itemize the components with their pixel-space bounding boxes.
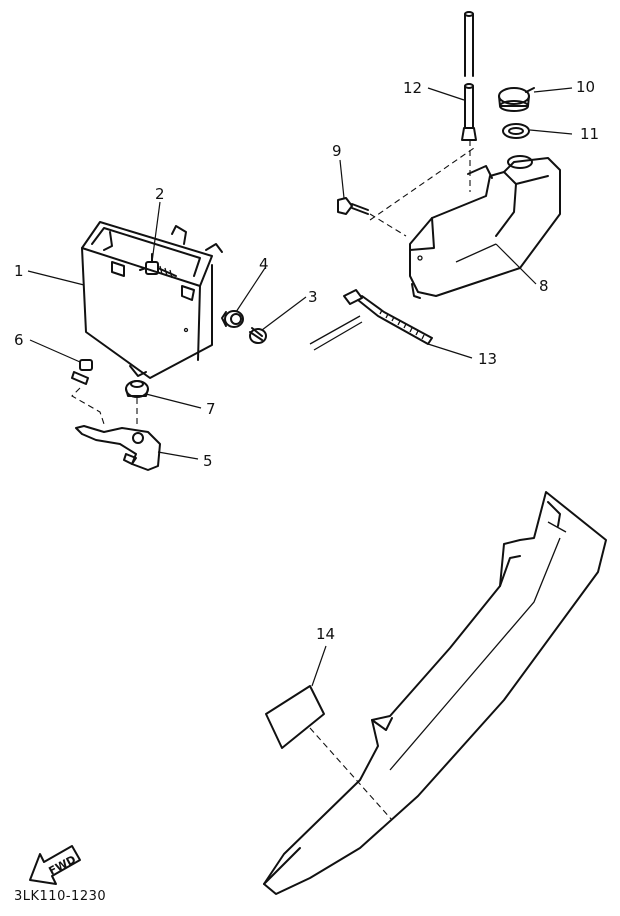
- callout-11: 11: [580, 125, 599, 143]
- bolt-6: [71, 359, 105, 425]
- battery-box: [81, 221, 223, 379]
- bracket-5: [75, 425, 161, 471]
- callout-1: 1: [14, 262, 24, 280]
- callout-10: 10: [576, 78, 595, 96]
- damper-7: [125, 380, 149, 428]
- band-13: [309, 289, 433, 351]
- screw-2: [139, 253, 177, 279]
- callout-4: 4: [259, 255, 269, 273]
- callout-8: 8: [539, 277, 549, 295]
- callout-2: 2: [155, 185, 165, 203]
- callout-7: 7: [206, 400, 216, 418]
- callout-labels: 1 2 3 4 5 6 7 8 9 10 11 12 13 14: [14, 78, 599, 643]
- bolt-9: [337, 197, 407, 237]
- callout-14: 14: [316, 625, 335, 643]
- callout-5: 5: [203, 452, 213, 470]
- callout-12: 12: [403, 79, 422, 97]
- label-sticker-14: [265, 685, 325, 749]
- washer-11: [502, 123, 530, 139]
- cap-10: [498, 87, 535, 112]
- callout-6: 6: [14, 331, 24, 349]
- callout-13: 13: [478, 350, 497, 368]
- tank-8: [369, 140, 561, 299]
- callout-3: 3: [308, 288, 318, 306]
- fwd-arrow-icon: FWD: [29, 845, 81, 885]
- callout-9: 9: [332, 142, 342, 160]
- collar-3: [249, 327, 267, 344]
- leader-lines: [27, 87, 573, 687]
- side-cover: [263, 491, 607, 895]
- pipe-12: [461, 11, 477, 141]
- reference-code: 3LK110-1230: [14, 889, 107, 904]
- grommet-4: [221, 310, 244, 328]
